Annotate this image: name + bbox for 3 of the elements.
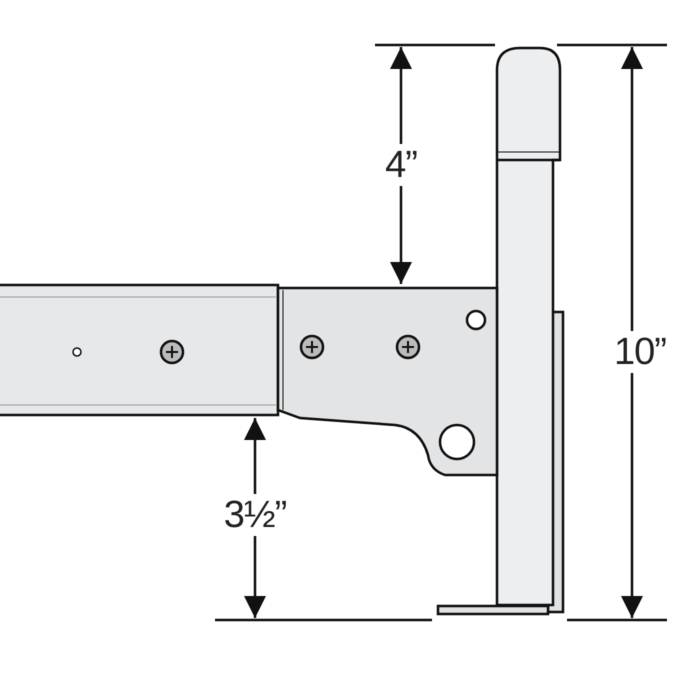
dimension-label: 3½”: [224, 494, 286, 536]
dimension-label: 4”: [385, 144, 417, 186]
dimension-label: 10”: [614, 331, 666, 373]
